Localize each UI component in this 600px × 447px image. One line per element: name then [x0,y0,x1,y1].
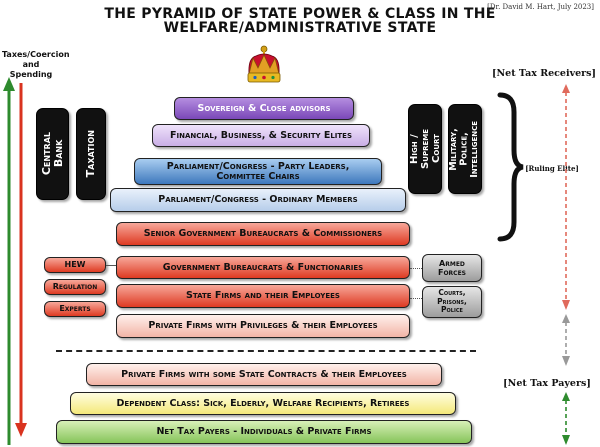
tier-privileged-firms: Private Firms with Privileges & their Em… [116,314,410,338]
tier-party-leaders: Parliament/Congress - Party Leaders, Com… [134,158,382,185]
ruling-elite-label: [Ruling Elite] [525,164,579,173]
central-bank-pillar: Central Bank [36,108,69,200]
title-line-2: WELFARE/ADMINISTRATIVE STATE [163,20,437,36]
tier-senior-bureaucrats: Senior Government Bureaucrats & Commissi… [116,222,410,246]
class-divider [56,350,476,352]
right-arrows [562,84,570,445]
tier-state-firms: State Firms and their Employees [116,284,410,308]
supreme-court-pillar: High / Supreme Court [408,104,442,194]
ruling-elite-brace-icon [497,92,524,242]
net-tax-receivers-label: [Net Tax Receivers] [492,68,596,79]
crown-icon [247,45,281,83]
author-credit: [Dr. David M. Hart, July 2023] [487,3,594,11]
connector-line [106,265,116,266]
tier-bureaucrats: Government Bureaucrats & Functionaries [116,256,410,279]
hew-box: HEW [44,257,106,273]
armed-forces-box: Armed Forces [422,254,482,282]
military-pillar: Military, Police, Intelligence [448,104,482,194]
connector-line [410,268,422,269]
experts-box: Experts [44,301,106,317]
taxation-pillar: Taxation [76,108,106,200]
regulation-box: Regulation [44,279,106,295]
tier-net-tax-payers: Net Tax Payers - Individuals & Private F… [56,420,472,444]
left-arrows [3,77,27,445]
left-axis-label: Taxes/Coercion and Spending [2,50,70,79]
tier-elites: Financial, Business, & Security Elites [152,124,370,147]
connector-line [410,298,422,299]
tier-sovereign: Sovereign & Close advisors [174,97,354,120]
payers-arrow-icon [562,392,570,445]
title-line-1: THE PYRAMID OF STATE POWER & CLASS IN TH… [104,6,496,22]
receivers-arrow-icon [562,84,570,310]
net-tax-payers-label: [Net Tax Payers] [503,378,591,389]
tier-contract-firms: Private Firms with some State Contracts … [86,363,442,386]
tier-ordinary-members: Parliament/Congress - Ordinary Members [110,188,406,212]
tier-dependent-class: Dependent Class: Sick, Elderly, Welfare … [70,392,456,415]
middle-arrow-icon [562,314,570,366]
up-arrow-icon [3,77,15,445]
down-arrow-icon [15,83,27,437]
courts-prisons-box: Courts, Prisons, Police [422,286,482,318]
